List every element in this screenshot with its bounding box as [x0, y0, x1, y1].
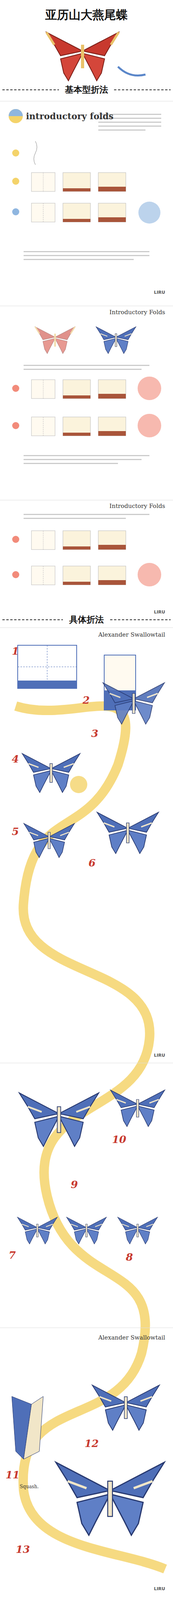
- butterfly-figure: [31, 417, 126, 437]
- step-marker: [12, 572, 20, 580]
- fold-drawing: [98, 121, 162, 124]
- section-heading: 基本型折法: [63, 84, 110, 96]
- fold-drawing: [23, 369, 142, 371]
- butterfly-figure: [103, 684, 165, 726]
- fold-drawing: [0, 306, 173, 308]
- step-marker: [69, 777, 88, 796]
- fold-drawing: [0, 1065, 173, 1066]
- step-number: 1: [11, 646, 19, 659]
- fold-drawing: [23, 515, 150, 517]
- butterfly-figure: [66, 1220, 107, 1247]
- butterfly-figure: [34, 327, 75, 355]
- step-marker: [12, 149, 20, 157]
- butterfly-figure: [31, 203, 126, 223]
- butterfly-figure: [110, 1092, 165, 1130]
- butterfly-figure: [55, 1465, 165, 1539]
- page-heading: Introductory Folds: [109, 309, 166, 317]
- butterfly-figure: [46, 32, 119, 81]
- fold-drawing: [0, 101, 173, 102]
- butterfly-figure: [31, 531, 126, 551]
- step-marker: [137, 414, 162, 439]
- step-number: 6: [88, 859, 96, 871]
- step-number: 7: [8, 1252, 16, 1265]
- page-mark: LIRU: [153, 1055, 166, 1061]
- page-heading: Alexander Swallowtail: [98, 632, 166, 640]
- butterfly-figure: [117, 1220, 158, 1247]
- butterfly-figure: [97, 814, 159, 856]
- fold-drawing: [23, 456, 150, 458]
- step-number: 13: [15, 1547, 30, 1559]
- step-number: 3: [91, 729, 99, 742]
- butterfly-figure: [31, 567, 126, 587]
- step-number: 11: [5, 1472, 20, 1485]
- fold-drawing: [23, 255, 150, 257]
- step-number: 4: [11, 754, 19, 767]
- fold-drawing: [23, 460, 142, 462]
- fold-drawing: [33, 141, 37, 166]
- step-marker: [137, 564, 162, 588]
- fold-drawing: [23, 251, 150, 253]
- fold-drawing: [23, 456, 150, 466]
- fold-drawing: [98, 125, 162, 127]
- page-mark: LIRU: [153, 1590, 166, 1596]
- fold-drawing: [117, 66, 146, 76]
- butterfly-figure: [17, 1220, 58, 1247]
- fold-drawing: [0, 1330, 173, 1332]
- step-marker: [137, 377, 162, 402]
- section-heading: 具体折法: [67, 615, 106, 628]
- step-number: 12: [84, 1441, 99, 1453]
- fold-drawing: [0, 629, 173, 630]
- step-marker: [138, 202, 161, 225]
- fold-drawing: [23, 463, 118, 466]
- step-marker: [12, 537, 20, 545]
- butterfly-figure: [19, 1095, 99, 1149]
- butterfly-figure: [31, 380, 126, 400]
- butterfly-figure: [31, 173, 126, 192]
- step-note: Squash.: [19, 1487, 39, 1493]
- fold-drawing: [98, 129, 146, 131]
- page-heading: Introductory Folds: [109, 503, 166, 511]
- butterfly-figure: [23, 825, 75, 860]
- fold-drawing: [17, 646, 77, 691]
- fold-drawing: [23, 519, 126, 521]
- page-mark: LIRU: [153, 611, 166, 617]
- step-marker: [12, 178, 20, 186]
- fold-drawing: [17, 646, 77, 691]
- butterfly-figure: [95, 327, 136, 355]
- step-number: 9: [70, 1181, 78, 1194]
- step-marker: [12, 208, 20, 216]
- step-number: 8: [125, 1254, 133, 1267]
- butterfly-figure: [92, 1388, 160, 1434]
- fold-drawing: [23, 259, 134, 261]
- fold-drawing: [23, 365, 150, 371]
- fold-drawing: [23, 1399, 44, 1463]
- step-number: 10: [112, 1136, 127, 1149]
- step-number: 5: [11, 827, 19, 840]
- page-heading: Alexander Swallowtail: [98, 1337, 166, 1345]
- fold-drawing: [23, 365, 150, 367]
- page-heading: introductory folds: [25, 111, 114, 122]
- fold-drawing: [23, 251, 150, 261]
- step-marker: [12, 423, 20, 431]
- fold-drawing: [23, 515, 150, 521]
- fold-drawing: [0, 501, 173, 502]
- page-title: 亚历山大燕尾蝶: [45, 7, 128, 24]
- step-marker: [12, 385, 20, 393]
- step-number: 2: [82, 695, 90, 708]
- page-mark: LIRU: [153, 290, 166, 296]
- step-marker: [8, 109, 23, 124]
- fold-drawing: [15, 707, 166, 1573]
- fold-drawing: [8, 109, 23, 117]
